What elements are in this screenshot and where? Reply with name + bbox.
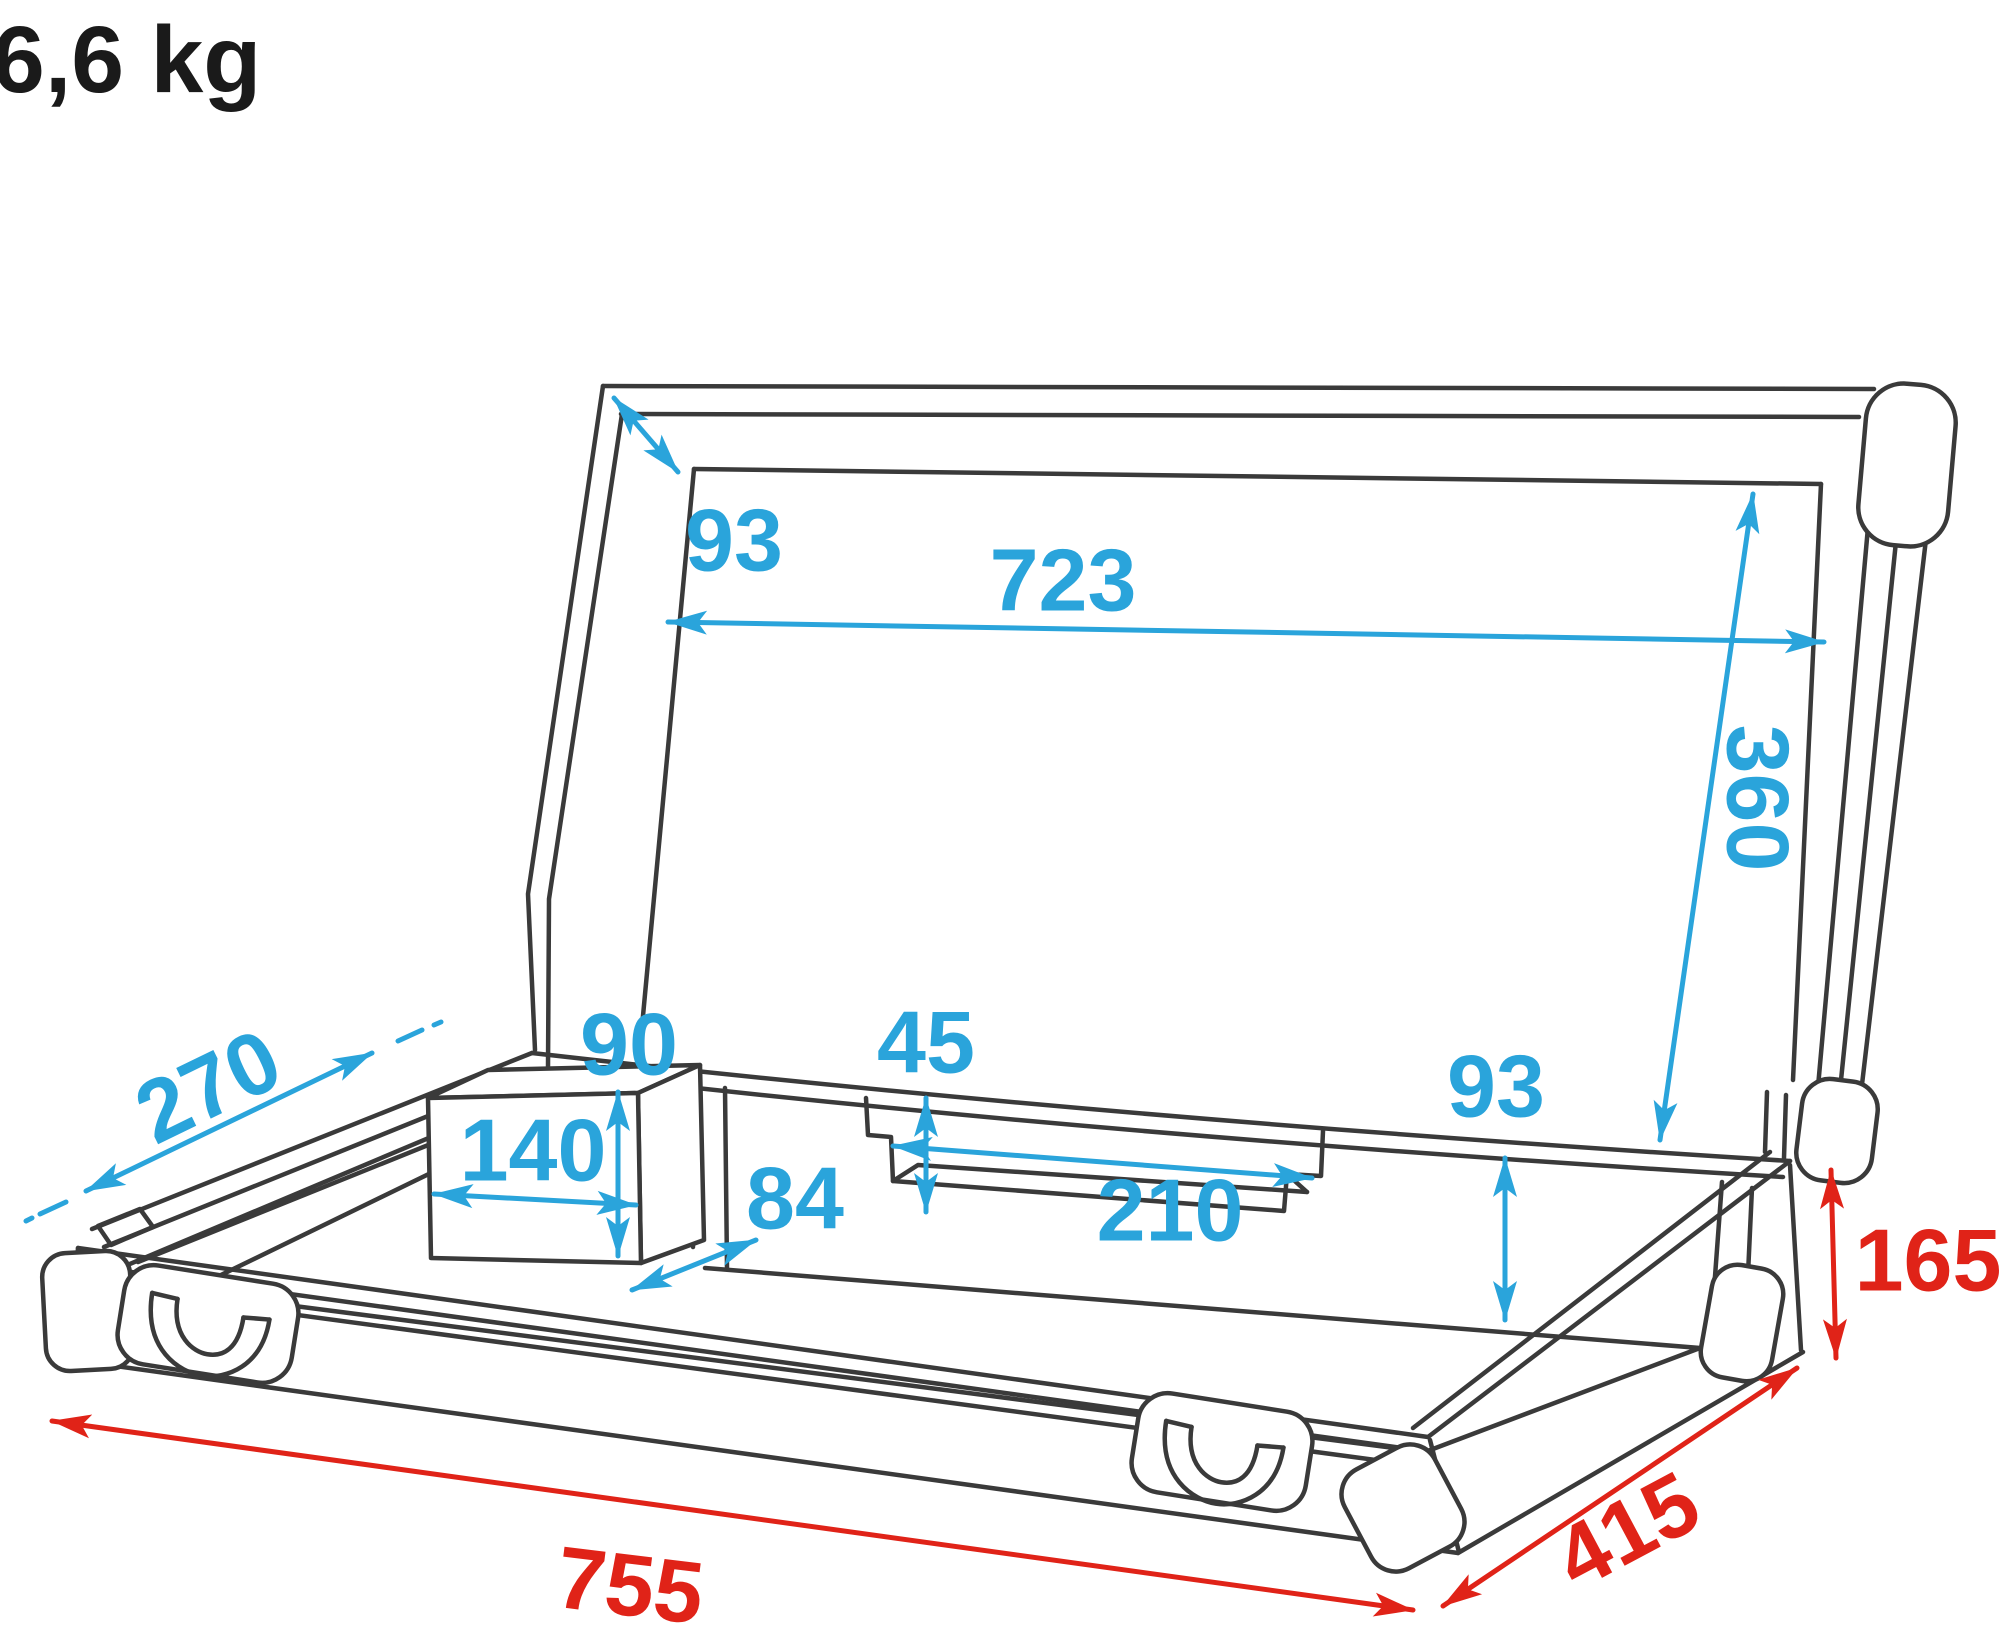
dim-lid-flange-depth-label: 93	[685, 491, 783, 590]
dim-lid-opening-height-label: 360	[1709, 725, 1808, 872]
lid-outline	[525, 383, 1933, 1161]
dim-recess-width-label: 210	[1097, 1161, 1244, 1260]
dim-interior-depth-label: 93	[1447, 1037, 1545, 1136]
corner-protector	[1794, 1076, 1880, 1186]
dim-left-edge-depth-arrow	[83, 1050, 375, 1194]
dim-recess-height-label: 45	[877, 993, 975, 1092]
spring-handle	[115, 1262, 301, 1386]
dim-case-depth-arrow	[1440, 1365, 1800, 1609]
dim-lid-opening-width-label: 723	[990, 531, 1137, 630]
dim-left-edge-depth-label: 270	[120, 1009, 295, 1162]
dim-lid-flange-depth-arrow	[611, 395, 681, 475]
dim-case-length-label: 755	[551, 1527, 709, 1631]
dim-compartment-height-label: 90	[580, 995, 678, 1094]
dim-compartment-width-arrow	[431, 1184, 639, 1215]
dim-case-depth-label: 415	[1539, 1452, 1715, 1608]
dim-lid-opening-height-arrow	[1653, 491, 1760, 1143]
dim-compartment-depth-label: 84	[746, 1149, 844, 1248]
lid-corner-protectors	[1794, 381, 1958, 1186]
dim-compartment-depth-arrow	[629, 1237, 759, 1293]
cable-recess	[863, 1095, 1326, 1214]
dim-extension-dashes	[23, 1019, 444, 1224]
dim-case-length-arrow	[49, 1414, 1416, 1617]
weight-label: 6,6 kg	[0, 7, 261, 113]
dim-compartment-width-label: 140	[460, 1101, 607, 1200]
compartment-box	[425, 1062, 707, 1266]
dim-lid-opening-width-arrow	[665, 610, 1827, 654]
dim-case-height-arrow	[1820, 1167, 1847, 1361]
blue-dimension-arrows	[23, 395, 1827, 1323]
spring-handle	[1129, 1390, 1315, 1514]
dim-recess-width-arrow	[890, 1137, 1315, 1187]
corner-protector	[1856, 381, 1958, 549]
red-dimension-arrows	[49, 1167, 1847, 1617]
dim-case-height-label: 165	[1855, 1211, 2000, 1310]
